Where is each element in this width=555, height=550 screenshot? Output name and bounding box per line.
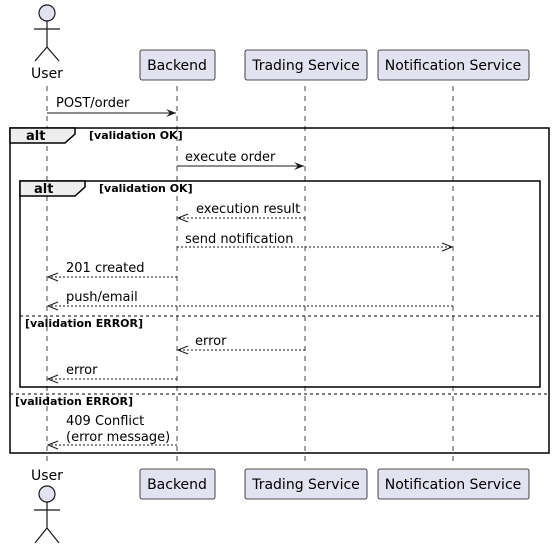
participant-box-backend-top <box>139 49 216 81</box>
participant-label-backend-bottom: Backend <box>147 477 207 493</box>
message-409-conflict-arrowhead <box>46 440 59 450</box>
message-execution-result-arrowhead <box>176 213 189 223</box>
message-error-user-arrowhead <box>46 374 59 384</box>
message-push-email-arrowhead <box>46 301 59 311</box>
message-201-created-label: 201 created <box>66 261 144 276</box>
participant-box-notification-top <box>377 49 530 81</box>
outer-alt-frame <box>9 127 550 454</box>
message-push-email-label: push/email <box>66 290 138 305</box>
message-execute-order-label: execute order <box>185 150 276 165</box>
outer-alt-else-guard: [validation ERROR] <box>15 395 133 408</box>
participant-label-trading-bottom: Trading Service <box>251 477 360 493</box>
participant-label-user-bottom: User <box>31 468 63 484</box>
participant-label-trading-top: Trading Service <box>251 58 360 74</box>
message-send-notification-arrowhead <box>441 242 454 252</box>
participant-label-notification-bottom: Notification Service <box>385 477 522 493</box>
actor-head <box>38 485 56 503</box>
inner-alt-tag: alt <box>34 182 53 197</box>
message-409-conflict-label-line2: (error message) <box>66 430 170 445</box>
inner-alt-tag-box <box>19 180 86 197</box>
actor-user-top <box>34 4 60 62</box>
participant-box-backend-bottom <box>139 468 216 500</box>
participant-box-notification-bottom <box>377 468 530 500</box>
participant-label-backend-top: Backend <box>147 58 207 74</box>
message-201-created-arrowhead <box>46 272 59 282</box>
participant-box-trading-top <box>244 49 368 81</box>
lifelines <box>46 86 454 462</box>
message-post-order-arrowhead <box>166 109 176 117</box>
message-409-conflict-label-line1: 409 Conflict <box>66 414 144 429</box>
outer-alt-guard: [validation OK] <box>89 129 183 142</box>
inner-alt-guard: [validation OK] <box>99 182 193 195</box>
message-error-backend-label: error <box>195 334 227 349</box>
message-error-user-label: error <box>66 363 98 378</box>
participant-box-trading-bottom <box>244 468 368 500</box>
message-execution-result-label: execution result <box>196 202 300 217</box>
message-execute-order-arrowhead <box>294 162 304 170</box>
actor-user-bottom <box>34 485 60 544</box>
outer-alt-tag-box <box>9 127 76 144</box>
participant-label-notification-top: Notification Service <box>385 58 522 74</box>
message-error-backend-arrowhead <box>176 345 189 355</box>
participant-label-user-top: User <box>31 66 63 82</box>
inner-alt-frame <box>19 180 541 388</box>
message-send-notification-label: send notification <box>185 232 294 247</box>
actor-head <box>38 4 56 22</box>
inner-alt-else-guard: [validation ERROR] <box>25 317 143 330</box>
outer-alt-tag: alt <box>26 129 45 144</box>
message-post-order-label: POST/order <box>56 96 130 111</box>
